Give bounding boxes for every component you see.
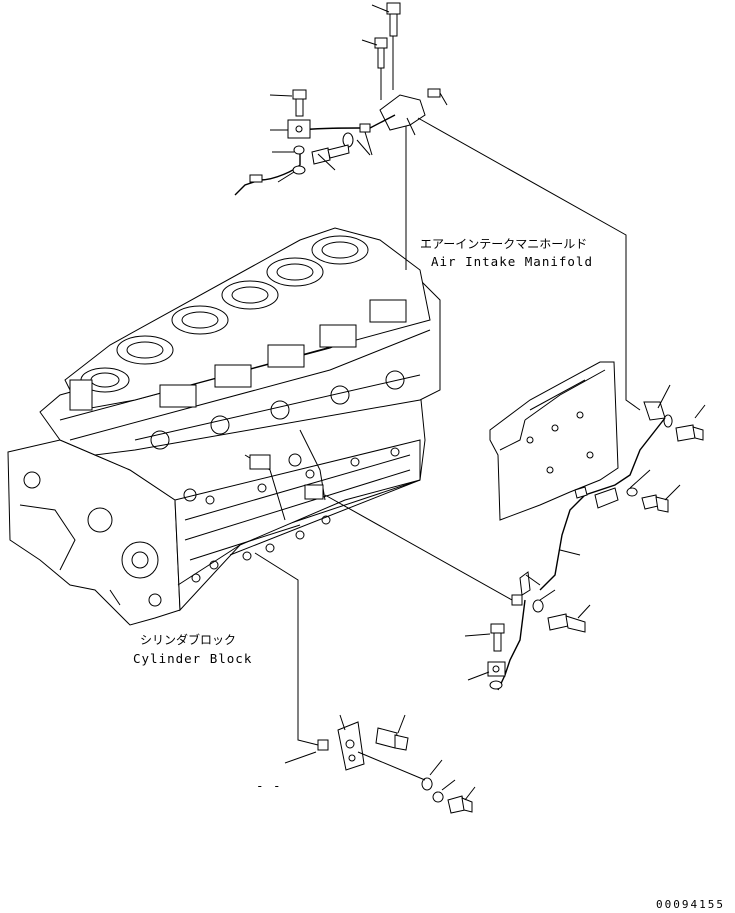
plate-hole	[131, 551, 149, 569]
bolt-2	[374, 37, 388, 100]
bolt-lower-1	[375, 727, 409, 751]
plug	[511, 594, 523, 606]
dash-mark: - -	[256, 778, 282, 793]
harness-wire	[234, 150, 301, 196]
sensor-boss	[304, 484, 324, 500]
bracket	[643, 401, 666, 421]
harness-clip	[594, 487, 619, 509]
bolt-mid-1	[547, 613, 586, 633]
clip	[519, 571, 531, 596]
plate-hole	[23, 471, 41, 489]
engine-assembly	[7, 227, 441, 626]
washer	[432, 791, 444, 803]
lower-sensor-group	[254, 552, 476, 814]
plate-hole	[121, 541, 159, 579]
washer	[626, 487, 638, 497]
sensor-plug	[427, 88, 441, 98]
plate-hole	[87, 507, 113, 533]
bolt-right-2	[641, 494, 669, 513]
bolt-3	[292, 89, 307, 117]
harness-clip	[574, 486, 588, 499]
cylinder-block-side	[174, 439, 421, 612]
washer	[292, 165, 306, 175]
bolt-right-1	[675, 424, 704, 442]
middle-sensor-group	[324, 494, 591, 691]
cover-plate	[489, 361, 619, 521]
washer	[532, 599, 544, 613]
block-bolts	[191, 447, 400, 583]
cover-plate-assembly	[489, 361, 706, 591]
bolt-mid-2	[490, 623, 505, 652]
block-label-jp: シリンダブロック	[140, 632, 236, 647]
head-bosses	[69, 299, 407, 502]
washer	[663, 414, 673, 428]
plate-hole	[148, 593, 162, 607]
harness-wire	[299, 114, 396, 131]
manifold-label-en: Air Intake Manifold	[431, 254, 593, 269]
manifold-label-jp: エアーインテークマニホールド	[420, 237, 587, 251]
plug	[317, 739, 329, 751]
bracket	[287, 119, 311, 139]
sensor-bracket	[337, 721, 365, 771]
upper-harness-group	[234, 2, 641, 411]
valve-towers	[80, 235, 369, 393]
bolt-top	[386, 2, 401, 90]
bracket	[487, 661, 506, 677]
washer	[489, 680, 503, 690]
bolt-angled	[311, 144, 350, 165]
drawing-code: 00094155	[656, 898, 725, 911]
sensor-boss	[249, 454, 271, 470]
clamp-piece	[359, 123, 371, 133]
harness-connector	[249, 174, 263, 183]
block-label-en: Cylinder Block	[133, 651, 252, 666]
washer	[293, 145, 305, 155]
sensor-connector	[379, 94, 426, 131]
bolt-lower-2	[447, 795, 473, 814]
washer	[421, 777, 433, 791]
harness-wire	[497, 599, 526, 691]
head-top	[64, 227, 431, 411]
